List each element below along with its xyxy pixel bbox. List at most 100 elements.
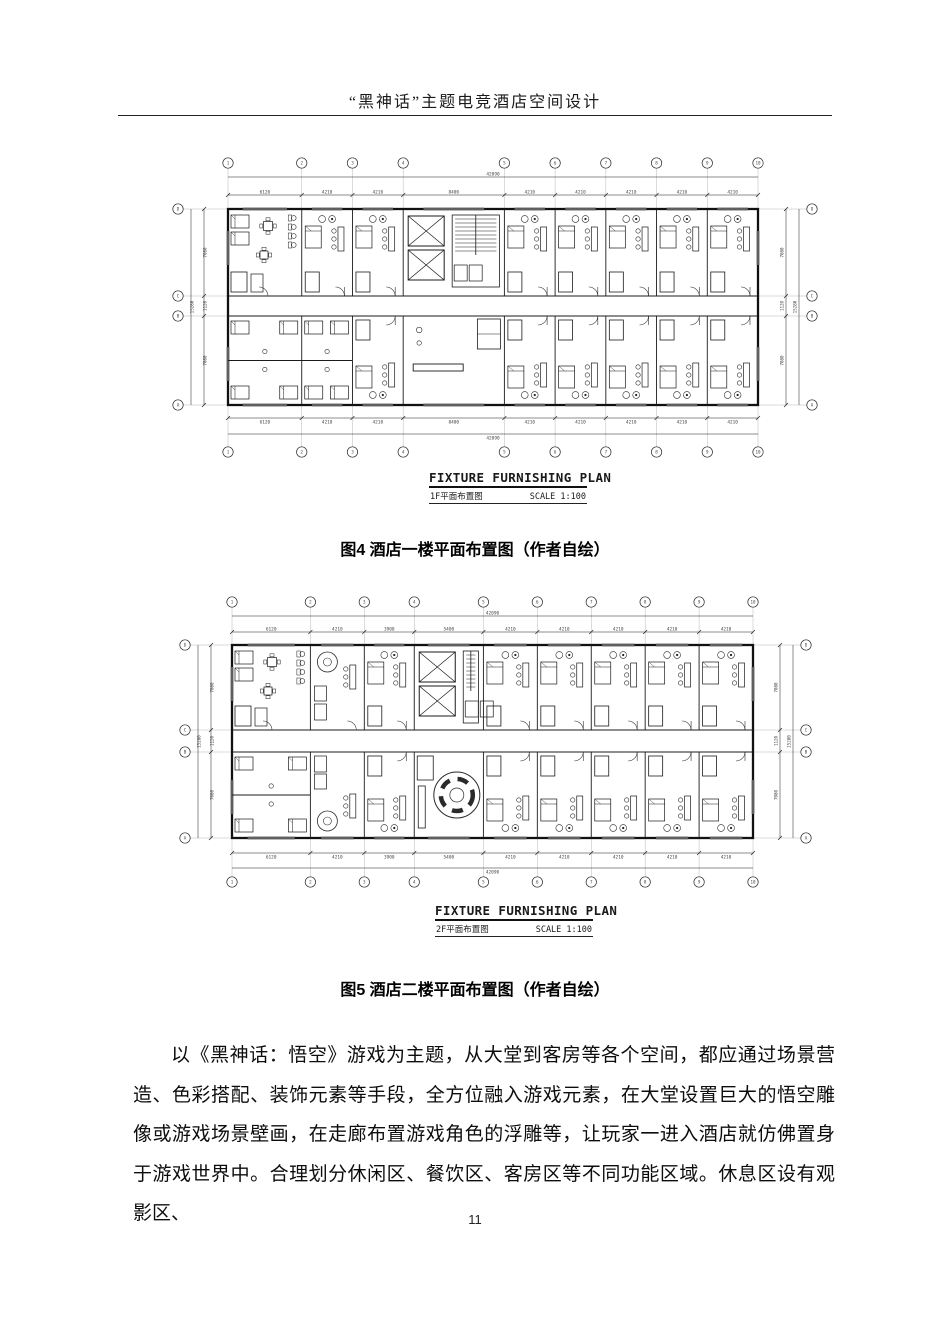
svg-text:D: D [177,207,180,212]
svg-text:6: 6 [554,450,557,455]
svg-text:15280: 15280 [190,300,195,313]
svg-text:4: 4 [402,450,405,455]
svg-text:5: 5 [503,450,506,455]
svg-text:4210: 4210 [505,855,516,861]
svg-text:8: 8 [644,600,647,605]
svg-text:1: 1 [227,450,230,455]
plan-title-1f: FIXTURE FURNISHING PLAN [429,470,611,488]
svg-text:2: 2 [300,161,303,166]
svg-text:1120: 1120 [780,300,785,311]
svg-text:C: C [805,728,808,733]
svg-text:5: 5 [482,600,485,605]
svg-text:10: 10 [755,450,761,455]
svg-text:4210: 4210 [373,189,384,195]
svg-text:2: 2 [309,880,312,885]
floor-plan-2f-drawing: 1122334455667788991010420904209061206120… [179,596,812,888]
svg-text:4210: 4210 [721,855,732,861]
svg-text:10: 10 [755,161,761,166]
svg-text:1120: 1120 [774,735,779,746]
svg-text:4210: 4210 [613,626,624,632]
svg-text:5400: 5400 [444,626,455,632]
svg-text:2: 2 [309,600,312,605]
plan-scale-1f: SCALE 1:100 [529,492,586,502]
body-paragraph: 以《黑神话：悟空》游戏为主题，从大堂到客房等各个空间，都应通过场景营造、色彩搭配… [133,1045,835,1224]
svg-text:7080: 7080 [780,247,785,258]
svg-text:4210: 4210 [505,626,516,632]
svg-text:4210: 4210 [721,626,732,632]
svg-text:4210: 4210 [559,855,570,861]
svg-text:A: A [177,403,180,408]
svg-text:15280: 15280 [197,735,202,748]
svg-text:4: 4 [413,880,416,885]
svg-text:4: 4 [413,600,416,605]
page-number: 11 [468,1212,482,1227]
svg-text:C: C [811,294,814,299]
svg-text:7: 7 [590,600,593,605]
figure-caption-4: 图4 酒店一楼平面布置图（作者自绘） [340,542,610,559]
svg-text:A: A [184,836,187,841]
svg-text:7080: 7080 [210,682,215,693]
svg-text:7080: 7080 [774,682,779,693]
svg-text:42090: 42090 [486,870,500,876]
figure-caption-5: 图5 酒店二楼平面布置图（作者自绘） [340,982,610,999]
svg-text:C: C [184,728,187,733]
svg-text:4210: 4210 [524,420,535,426]
svg-text:15280: 15280 [787,735,792,748]
svg-text:7080: 7080 [203,355,208,366]
svg-text:6120: 6120 [266,855,277,861]
svg-text:5: 5 [482,880,485,885]
svg-text:8400: 8400 [448,189,459,195]
svg-text:3900: 3900 [384,855,395,861]
svg-text:42090: 42090 [486,436,500,442]
svg-text:4210: 4210 [626,189,637,195]
svg-text:6120: 6120 [266,626,277,632]
svg-text:B: B [811,314,814,319]
svg-text:7: 7 [605,161,608,166]
svg-text:5: 5 [503,161,506,166]
svg-text:4210: 4210 [677,189,688,195]
svg-text:8400: 8400 [448,420,459,426]
svg-text:9: 9 [706,161,709,166]
svg-text:9: 9 [706,450,709,455]
svg-text:15280: 15280 [793,300,798,313]
svg-text:6: 6 [536,600,539,605]
svg-text:42090: 42090 [486,610,500,616]
svg-text:9: 9 [698,600,701,605]
svg-text:7080: 7080 [203,247,208,258]
svg-text:6120: 6120 [260,420,271,426]
svg-text:3: 3 [363,880,366,885]
svg-text:4210: 4210 [575,420,586,426]
svg-text:42090: 42090 [486,171,500,177]
svg-text:B: B [805,750,808,755]
svg-text:D: D [811,207,814,212]
svg-text:4210: 4210 [559,626,570,632]
svg-text:A: A [805,836,808,841]
svg-text:B: B [184,750,187,755]
plan-scale-2f: SCALE 1:100 [535,925,592,935]
svg-text:4: 4 [402,161,405,166]
svg-text:4210: 4210 [727,420,738,426]
svg-text:4210: 4210 [322,420,333,426]
svg-text:4210: 4210 [575,189,586,195]
svg-text:4210: 4210 [677,420,688,426]
svg-text:1: 1 [227,161,230,166]
svg-text:9: 9 [698,880,701,885]
svg-text:6: 6 [554,161,557,166]
svg-text:4210: 4210 [332,626,343,632]
plan-title-block-1f: FIXTURE FURNISHING PLAN 1F平面布置图 SCALE 1:… [429,470,611,504]
svg-text:3: 3 [351,450,354,455]
svg-text:4210: 4210 [524,189,535,195]
svg-text:4210: 4210 [667,626,678,632]
svg-text:1120: 1120 [203,300,208,311]
svg-text:4210: 4210 [727,189,738,195]
svg-text:C: C [177,294,180,299]
svg-text:4210: 4210 [626,420,637,426]
svg-text:5400: 5400 [444,855,455,861]
plan-subtitle-1f: 1F平面布置图 [430,492,483,502]
svg-text:D: D [805,643,808,648]
svg-text:1: 1 [231,600,234,605]
svg-text:4210: 4210 [613,855,624,861]
svg-text:1: 1 [231,880,234,885]
